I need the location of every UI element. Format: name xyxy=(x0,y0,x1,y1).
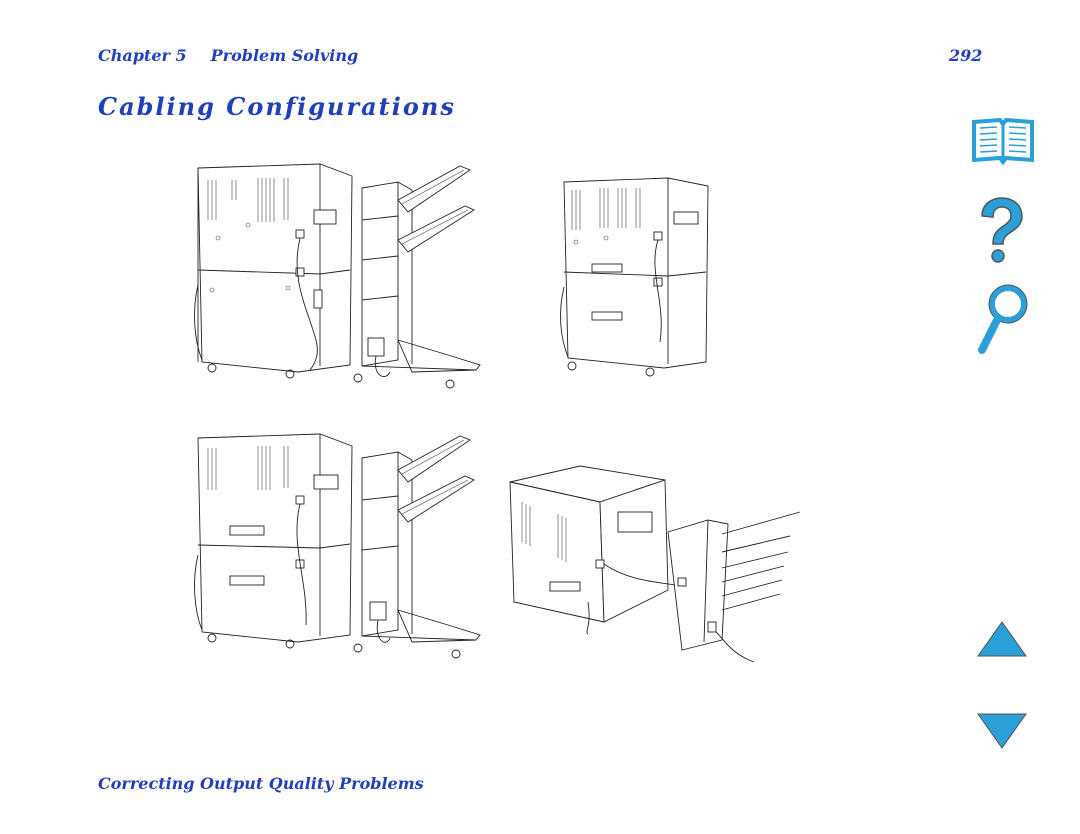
printer-mailbox-illustration xyxy=(500,462,810,667)
chapter-number: Chapter 5 xyxy=(98,46,187,65)
help-question-icon[interactable] xyxy=(976,196,1026,270)
section-title: Cabling Configurations xyxy=(98,92,456,121)
printer-stacker-illustration xyxy=(180,430,490,665)
page-number: 292 xyxy=(949,46,983,65)
printer-illustration xyxy=(556,172,716,387)
up-arrow-icon[interactable] xyxy=(976,620,1028,664)
printer-stapler-stacker-illustration xyxy=(180,160,490,395)
search-magnifier-icon[interactable] xyxy=(976,284,1028,360)
footer-section-link[interactable]: Correcting Output Quality Problems xyxy=(98,774,424,793)
book-icon[interactable] xyxy=(970,116,1036,170)
chapter-header: Chapter 5 Problem Solving xyxy=(98,46,358,65)
chapter-title: Problem Solving xyxy=(210,46,359,65)
down-arrow-icon[interactable] xyxy=(976,712,1028,756)
